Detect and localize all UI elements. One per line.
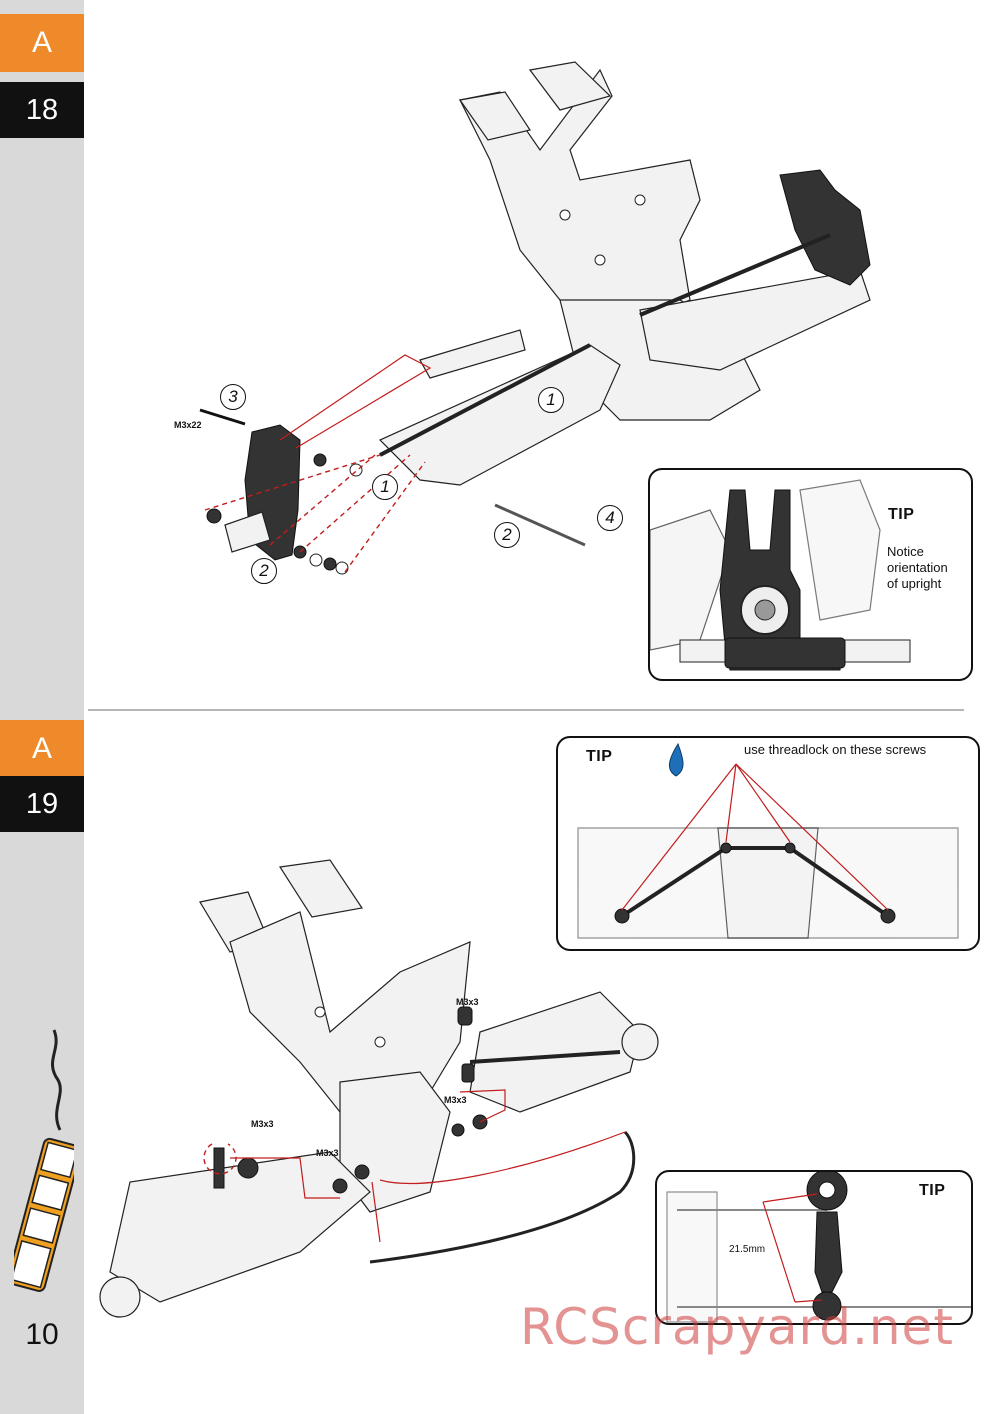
tip-title: TIP: [586, 748, 613, 765]
anti-roll-link-parts: [213, 1006, 488, 1194]
tip-text: use threadlock on these screws: [744, 742, 927, 757]
link-length-illustration: [666, 1172, 971, 1323]
callout-number: 2: [494, 522, 520, 548]
step-section-letter: A: [0, 14, 84, 72]
watermark: RCScrapyard.net: [520, 1298, 954, 1356]
screw-size-label: M3x3: [444, 1095, 467, 1105]
threadlock-drop-icon: [669, 742, 684, 777]
callout-number: 3: [220, 384, 246, 410]
hinge-pin-illustration: [494, 503, 586, 547]
callout-number: 4: [597, 505, 623, 531]
tip-text: Notice orientation of upright: [887, 544, 948, 591]
right-upright-illustration: [779, 169, 871, 286]
tip-box-threadlock: TIP use threadlock on these screws: [556, 736, 980, 951]
right-arm-illustration: [639, 269, 871, 371]
sidebar: A 18 A 19 10: [0, 0, 84, 1414]
screw-size-label: M3x3: [316, 1148, 339, 1158]
callout-number: 1: [372, 474, 398, 500]
step-number: 19: [0, 776, 84, 832]
tip-box-upright-orientation: TIP Notice orientation of upright: [648, 468, 973, 681]
step-number: 18: [0, 82, 84, 138]
step-section-letter: A: [0, 720, 84, 778]
tip-box-link-length: TIP 21.5mm: [655, 1170, 973, 1325]
measurement-label: 21.5mm: [729, 1244, 766, 1255]
section-divider: [88, 709, 964, 711]
left-hub-illustration: [99, 1276, 141, 1318]
left-upright-illustration: [199, 408, 363, 575]
screw-size-label: M3x22: [174, 420, 202, 430]
shock-tower-illustration: [458, 61, 701, 331]
brand-logo: [14, 1029, 74, 1292]
left-arm-illustration: [378, 344, 621, 486]
step-19-diagram: [99, 859, 659, 1318]
screw-size-label: M3x3: [251, 1119, 274, 1129]
shock-tower-illustration: [199, 859, 471, 1113]
tip-title: TIP: [888, 506, 915, 523]
callout-number: 1: [538, 387, 564, 413]
threadlock-illustration: [577, 742, 959, 939]
screw-size-label: M3x3: [456, 997, 479, 1007]
right-hub-illustration: [621, 1023, 659, 1061]
upper-link-illustration: [419, 329, 526, 379]
anti-roll-bar-illustration: [369, 1130, 636, 1264]
callout-number: 2: [251, 558, 277, 584]
page-number: 10: [25, 1318, 59, 1351]
step-18-diagram: [199, 61, 871, 575]
tip-title: TIP: [919, 1182, 946, 1199]
upright-orientation-illustration: [650, 479, 911, 671]
left-arm-illustration: [109, 1151, 371, 1303]
